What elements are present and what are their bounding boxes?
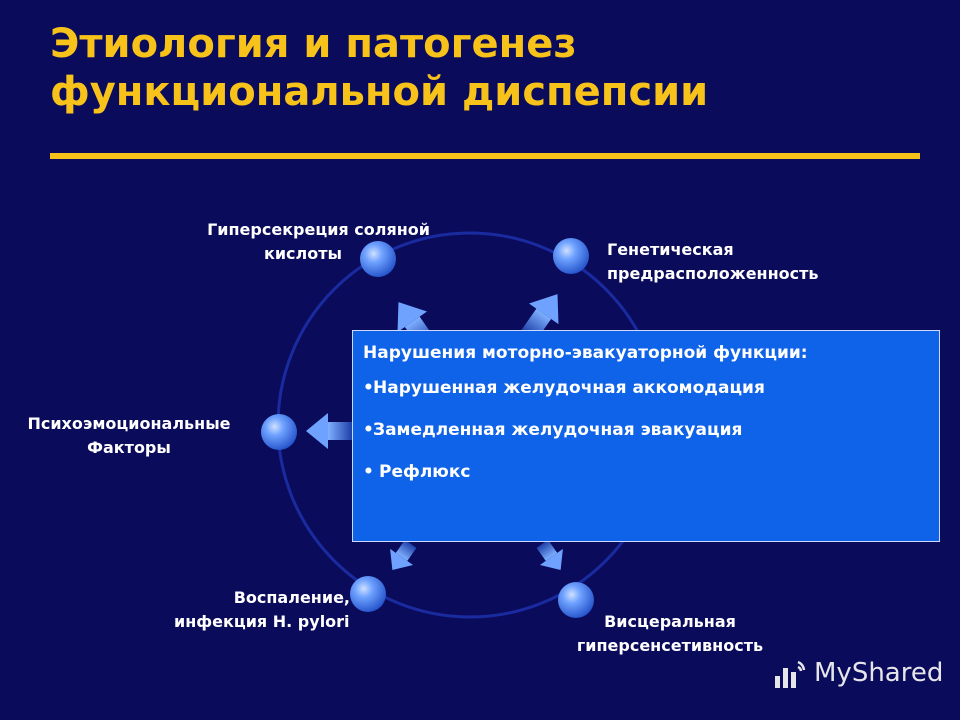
node-visceral-icon — [558, 582, 594, 618]
watermark-text: MyShared — [814, 658, 944, 688]
popup-item: Нарушенная желудочная аккомодация — [363, 377, 765, 419]
arrow-to-inflammation — [390, 539, 417, 571]
node-acid-label: Гиперсекреция соляной кислоты — [207, 220, 430, 263]
watermark: MyShared — [772, 656, 952, 696]
popup-heading: Нарушения моторно-эвакуаторной функции: — [363, 343, 808, 363]
node-psycho-label: Психоэмоциональные Факторы — [27, 414, 231, 457]
node-inflammation-label: Воспаление, — [233, 588, 350, 607]
title-line-2: функциональной диспепсии — [50, 69, 709, 115]
title-line-1: Этиология и патогенез — [50, 21, 577, 67]
arrow-to-visceral — [536, 539, 563, 571]
title-underline — [50, 153, 920, 159]
arrow-to-psycho — [306, 413, 352, 449]
node-genetic-icon — [553, 238, 589, 274]
node-genetic-label: Генетическая предрасположенность — [607, 240, 819, 283]
node-visceral-label: Висцеральная гиперсенсетивность — [576, 612, 764, 655]
motor-dysfunction-popup: Нарушения моторно-эвакуаторной функции: … — [352, 330, 940, 542]
slide-title: Этиология и патогенез функциональной дис… — [50, 20, 910, 116]
node-acid-icon — [360, 241, 396, 277]
watermark-logo-icon — [775, 660, 806, 688]
popup-list: Нарушенная желудочная аккомодация Замедл… — [363, 377, 765, 503]
popup-item: Рефлюкс — [363, 461, 765, 503]
popup-item: Замедленная желудочная эвакуация — [363, 419, 765, 461]
node-inflammation-icon — [350, 576, 386, 612]
node-inflammation-label-2: инфекция H. pylori — [174, 612, 350, 631]
node-psycho-icon — [261, 414, 297, 450]
